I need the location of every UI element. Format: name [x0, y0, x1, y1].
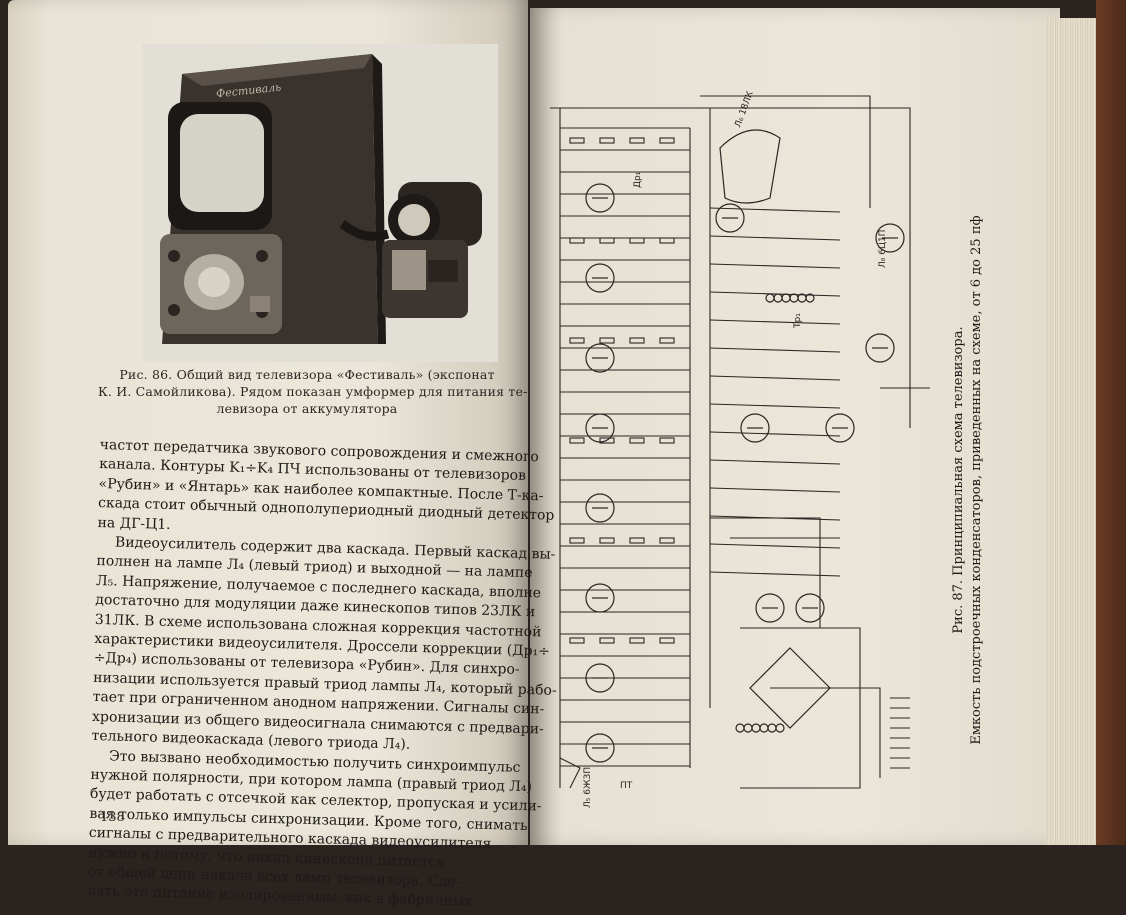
- figure-87-caption-box: Рис. 87. Принципиальная схема телевизора…: [950, 160, 1010, 800]
- transformer-coil: [789, 293, 799, 303]
- resistor-mark: [569, 637, 585, 644]
- transformer-coil: [751, 723, 761, 733]
- resistor-mark: [659, 237, 675, 244]
- resistor-mark: [599, 537, 615, 544]
- schematic-wiring: [550, 95, 930, 789]
- schematic-label: Л₅ 6Ж3П: [583, 767, 593, 808]
- schematic-rung: [709, 515, 841, 521]
- schematic-label: Др₁: [633, 171, 643, 188]
- schematic-label: Тр₁: [793, 313, 803, 329]
- page-number: 138: [100, 810, 125, 825]
- schematic-rung: [709, 207, 841, 213]
- transformer-coil: [759, 723, 769, 733]
- schematic-label: ПТ: [620, 781, 633, 791]
- vacuum-tube: [825, 413, 855, 443]
- resistor-mark: [629, 237, 645, 244]
- vacuum-tube: [585, 733, 615, 763]
- body-text: частот передатчика звукового сопровожден…: [87, 436, 557, 913]
- tv-photo: Фестиваль: [142, 44, 498, 362]
- resistor-mark: [599, 137, 615, 144]
- resistor-mark: [629, 137, 645, 144]
- transformer-coil: [767, 723, 777, 733]
- vacuum-tube: [585, 583, 615, 613]
- crt-symbol: [719, 129, 781, 204]
- vacuum-tube: [755, 593, 785, 623]
- resistor-mark: [629, 537, 645, 544]
- vacuum-tube: [740, 413, 770, 443]
- tv-illustration: [142, 44, 498, 362]
- right-page: [530, 8, 1060, 845]
- resistor-mark: [599, 437, 615, 444]
- resistor-mark: [629, 337, 645, 344]
- schematic-rung: [709, 403, 841, 409]
- transformer-coil: [773, 293, 783, 303]
- schematic-rung: [709, 291, 841, 297]
- resistor-mark: [659, 137, 675, 144]
- resistor-mark: [569, 137, 585, 144]
- tv-schematic: Л₆ 18ЛК Л₈ 6Ц1П Тр₁ Др₁ Л₅ 6Ж3П ПТ: [550, 89, 930, 808]
- schematic-rung: [709, 571, 841, 577]
- transformer-coil: [775, 723, 785, 733]
- book-cover: [1096, 0, 1126, 845]
- resistor-mark: [599, 237, 615, 244]
- resistor-mark: [599, 337, 615, 344]
- schematic-rung: [709, 263, 841, 269]
- schematic-rung: [709, 459, 841, 465]
- caption-line: К. И. Самойликова). Рядом показан умформ…: [98, 384, 528, 399]
- resistor-mark: [659, 437, 675, 444]
- figure-87-caption-title: Рис. 87. Принципиальная схема телевизора…: [951, 326, 966, 634]
- bus-line: [559, 757, 581, 789]
- vacuum-tube: [585, 183, 615, 213]
- schematic-rung: [709, 543, 841, 549]
- resistor-mark: [569, 237, 585, 244]
- resistor-mark: [659, 537, 675, 544]
- vacuum-tube: [865, 333, 895, 363]
- resistor-mark: [629, 437, 645, 444]
- schematic-rung: [709, 347, 841, 353]
- schematic-tubes: [585, 129, 905, 763]
- bus-line: [740, 627, 861, 789]
- resistor-mark: [659, 637, 675, 644]
- vacuum-tube: [585, 413, 615, 443]
- resistor-mark: [569, 437, 585, 444]
- vacuum-tube: [585, 263, 615, 293]
- bus-line: [770, 687, 881, 778]
- caption-line: Рис. 86. Общий вид телевизора «Фестиваль…: [119, 367, 495, 382]
- figure-86-caption: Рис. 86. Общий вид телевизора «Фестиваль…: [98, 366, 528, 417]
- transformer-coil: [805, 293, 815, 303]
- resistor-mark: [569, 337, 585, 344]
- schematic-rung: [709, 487, 841, 493]
- vacuum-tube: [585, 493, 615, 523]
- transformer-coil: [743, 723, 753, 733]
- resistor-mark: [659, 337, 675, 344]
- transformer-coil: [765, 293, 775, 303]
- resistor-mark: [599, 637, 615, 644]
- vacuum-tube: [875, 223, 905, 253]
- caption-line: левизора от аккумулятора: [216, 401, 398, 416]
- bus-line: [710, 517, 821, 628]
- schematic-rung: [709, 235, 841, 241]
- vacuum-tube: [585, 343, 615, 373]
- figure-87-caption-note: Емкость подстроечных конденсаторов, прив…: [969, 215, 984, 745]
- schematic-rung: [709, 319, 841, 325]
- bus-line: [700, 95, 871, 208]
- schematic-label: Л₆ 18ЛК: [733, 89, 756, 129]
- schematic-rung: [709, 431, 841, 437]
- schematic-label: Л₈ 6Ц1П: [878, 230, 888, 268]
- bus-line: [550, 107, 911, 428]
- vacuum-tube: [585, 663, 615, 693]
- resistor-mark: [629, 637, 645, 644]
- vacuum-tube: [795, 593, 825, 623]
- diode-bridge: [749, 647, 831, 729]
- vacuum-tube: [715, 203, 745, 233]
- resistor-mark: [569, 537, 585, 544]
- transformer-coil: [735, 723, 745, 733]
- schematic-rung: [709, 375, 841, 381]
- transformer-coil: [781, 293, 791, 303]
